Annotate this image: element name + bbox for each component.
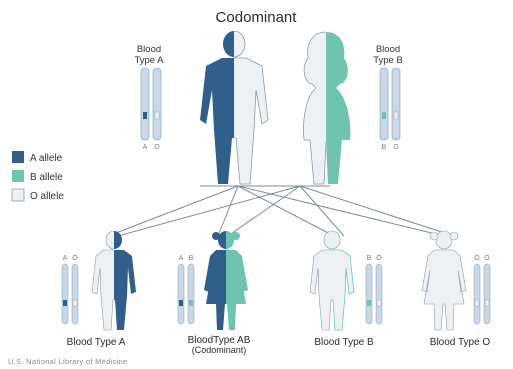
parent-right-chromosomes: B O — [380, 68, 400, 151]
chromosome-left-2 — [153, 68, 161, 140]
parent-right-label-line1: Blood — [376, 44, 400, 55]
allele-letter: A — [143, 144, 148, 151]
source-credit: U.S. National Library of Medicine — [8, 357, 128, 366]
allele-marker-a — [179, 300, 183, 306]
boy-figure — [310, 231, 354, 330]
allele-marker-o — [394, 112, 398, 119]
chromosome — [474, 264, 480, 324]
allele-letter: O — [393, 144, 399, 151]
allele-letter: A — [63, 255, 68, 262]
girl-figure — [204, 231, 248, 330]
allele-letter: B — [189, 255, 194, 262]
allele-marker-b — [367, 300, 371, 306]
connector-right-child1 — [118, 186, 300, 236]
chromosome — [178, 264, 184, 324]
connector-right-child2 — [228, 186, 300, 236]
allele-letter: O — [72, 255, 78, 262]
parent-right-label-line2: Type B — [373, 55, 403, 66]
allele-marker-o — [155, 112, 159, 119]
child-4-type-o: O O Blood Type O — [422, 231, 490, 348]
legend-label-o: O allele — [30, 191, 64, 202]
allele-letter: O — [484, 255, 490, 262]
legend-swatch-b — [12, 170, 24, 182]
parent-left-label: Blood Type A — [134, 44, 164, 66]
chromosome — [62, 264, 68, 324]
allele-legend: A allele B allele O allele — [12, 151, 64, 202]
boy-figure — [92, 231, 136, 330]
inheritance-connectors — [108, 186, 454, 236]
child-2-sublabel: (Codominant) — [192, 345, 247, 355]
legend-label-b: B allele — [30, 172, 63, 183]
girl-figure — [422, 231, 466, 330]
connector-right-child4 — [300, 186, 454, 236]
connector-left-child1 — [108, 186, 238, 236]
legend-swatch-a — [12, 151, 24, 163]
connector-left-child2 — [218, 186, 238, 236]
allele-marker-o — [475, 300, 479, 306]
parent-left-label-line2: Type A — [134, 55, 164, 66]
allele-letter: O — [474, 255, 480, 262]
allele-letter: B — [382, 144, 387, 151]
chromosome — [72, 264, 78, 324]
chromosome — [188, 264, 194, 324]
child-1-label: Blood Type A — [67, 337, 126, 348]
parent-right-label: Blood Type B — [373, 44, 403, 66]
allele-marker-o — [377, 300, 381, 306]
allele-marker-b — [382, 112, 386, 119]
child-3-type-b: B O Blood Type B — [310, 231, 382, 348]
connector-left-child3 — [238, 186, 334, 236]
chromosome — [376, 264, 382, 324]
allele-marker-a — [143, 112, 147, 119]
chromosome — [366, 264, 372, 324]
child-1-type-a: A O Blood Type A — [62, 231, 136, 348]
child-2-type-ab: A B BloodType AB (Codominant) — [178, 231, 251, 355]
allele-marker-o — [485, 300, 489, 306]
mother-figure — [304, 32, 351, 184]
parent-left-chromosomes: A O — [141, 68, 161, 151]
chromosome — [484, 264, 490, 324]
legend-swatch-o — [12, 189, 24, 201]
allele-marker-o — [73, 300, 77, 306]
chromosome-left-1 — [141, 68, 149, 140]
child-4-label: Blood Type O — [430, 337, 491, 348]
allele-letter: O — [376, 255, 382, 262]
legend-label-a: A allele — [30, 153, 63, 164]
diagram-title: Codominant — [216, 9, 298, 26]
connector-left-child4 — [238, 186, 444, 236]
allele-letter: B — [367, 255, 372, 262]
allele-marker-b — [189, 300, 193, 306]
allele-marker-a — [63, 300, 67, 306]
chromosome-right-1 — [380, 68, 388, 140]
allele-letter: O — [154, 144, 160, 151]
allele-letter: A — [179, 255, 184, 262]
child-3-label: Blood Type B — [314, 337, 374, 348]
chromosome-right-2 — [392, 68, 400, 140]
father-figure — [200, 31, 268, 184]
parent-left-label-line1: Blood — [137, 44, 161, 55]
